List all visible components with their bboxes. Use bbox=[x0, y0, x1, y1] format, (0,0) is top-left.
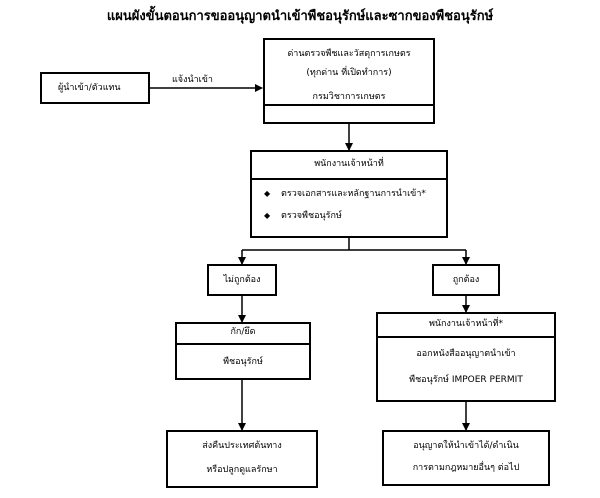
seize-subtitle: พืชอนุรักษ์ bbox=[223, 357, 263, 367]
checkpoint-line2: (ทุกด่าน ที่เปิดทำการ) bbox=[306, 68, 392, 78]
checkpoint-line1: ด่านตรวจพืชและวัสดุการเกษตร bbox=[287, 49, 411, 59]
officer-bullet-1-text: ตรวจเอกสารและหลักฐานการนำเข้า* bbox=[281, 189, 426, 199]
correct-label: ถูกต้อง bbox=[452, 275, 480, 285]
seize-box bbox=[175, 322, 311, 380]
return-box bbox=[166, 430, 318, 488]
officer-bullet-2-text: ตรวจพืชอนุรักษ์ bbox=[281, 211, 342, 221]
officer-permit-box bbox=[376, 312, 556, 402]
allow-line2: การตามกฎหมายอื่นๆ ต่อไป bbox=[412, 463, 520, 473]
allow-line1: อนุญาตให้นำเข้าได้/ดำเนิน bbox=[413, 441, 519, 451]
checkpoint-line3: กรมวิชาการเกษตร bbox=[312, 92, 386, 102]
allow-box bbox=[382, 430, 550, 486]
diamond-bullet-icon: ◆ bbox=[264, 189, 271, 198]
notify-label: แจ้งนำเข้า bbox=[172, 75, 213, 85]
officer-bullet-2: ◆ ตรวจพืชอนุรักษ์ bbox=[264, 210, 342, 222]
officer-permit-line2: พืชอนุรักษ์ IMPOER PERMIT bbox=[409, 375, 523, 385]
incorrect-label: ไม่ถูกต้อง bbox=[223, 275, 261, 285]
checkpoint-divider bbox=[265, 104, 433, 106]
officer-permit-title: พนักงานเจ้าหน้าที่* bbox=[428, 319, 504, 329]
officer-title: พนักงานเจ้าหน้าที่ bbox=[314, 159, 384, 169]
diamond-bullet-icon: ◆ bbox=[264, 211, 271, 220]
seize-divider bbox=[177, 343, 309, 345]
incorrect-box bbox=[207, 264, 277, 296]
officer-box bbox=[250, 150, 448, 238]
seize-title: กัก/ยึด bbox=[230, 327, 256, 337]
checkpoint-box bbox=[263, 38, 435, 124]
return-line1: ส่งคืนประเทศต้นทาง bbox=[202, 441, 282, 451]
officer-bullet-1: ◆ ตรวจเอกสารและหลักฐานการนำเข้า* bbox=[264, 188, 426, 200]
diagram-title: แผนผังขั้นตอนการขออนุญาตนำเข้าพืชอนุรักษ… bbox=[106, 9, 494, 24]
importer-label: ผู้นำเข้า/ตัวแทน bbox=[58, 83, 121, 93]
officer-permit-line1: ออกหนังสืออนุญาตนำเข้า bbox=[416, 349, 516, 359]
correct-box bbox=[432, 264, 500, 296]
officer-permit-divider bbox=[378, 336, 554, 338]
return-line2: หรือปลูกดูแลรักษา bbox=[206, 465, 278, 475]
officer-divider bbox=[252, 178, 446, 180]
importer-box bbox=[40, 72, 150, 104]
